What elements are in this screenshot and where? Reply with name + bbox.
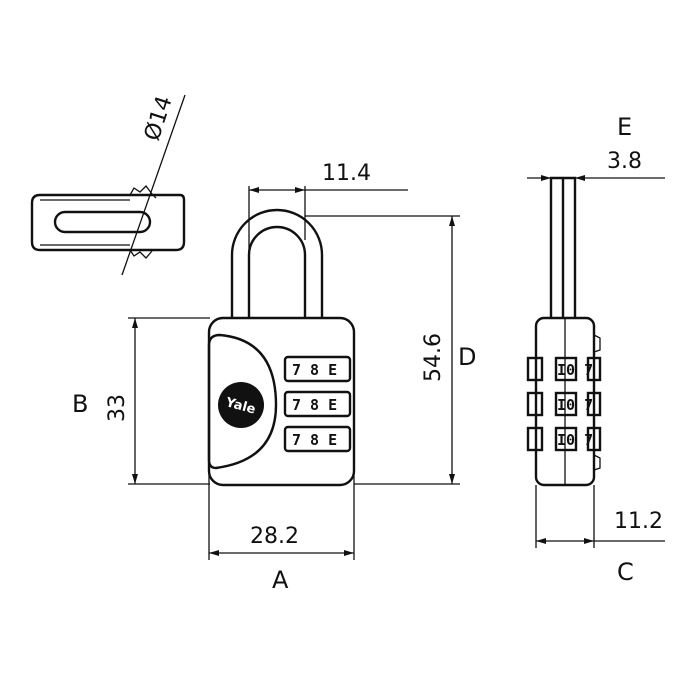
top-view-outline: [30, 193, 186, 252]
dim-body-height: B 33: [72, 317, 210, 485]
dial-row-1[interactable]: 7 8 E: [283, 355, 352, 383]
side-dial-row-1: I0 7: [526, 356, 602, 382]
body-width-label: 28.2: [250, 524, 299, 549]
shackle-width-label: 11.4: [322, 161, 371, 186]
body-height-label: 33: [105, 394, 130, 422]
letter-c: C: [617, 558, 634, 586]
shackle-thickness-label: 3.8: [607, 149, 642, 174]
depth-label: 11.2: [614, 509, 663, 534]
side-shackle: [549, 176, 577, 318]
letter-d: D: [458, 343, 476, 371]
dim-depth: 11.2 C: [535, 485, 665, 586]
dim-shackle-thickness: E 3.8: [527, 113, 665, 181]
front-view: Yale 7 8 E 7 8 E 7 8 E 11.4: [72, 161, 476, 594]
shackle-diameter-label: Ø14: [140, 93, 178, 144]
dim-overall-height: 54.6 D: [305, 215, 476, 485]
brand-badge: [218, 382, 264, 428]
side-dial-row-3: I0 7: [526, 426, 602, 452]
face-plate: [207, 333, 278, 470]
shackle-diameter-leader: [121, 94, 186, 276]
top-view: Ø14: [30, 93, 186, 276]
top-view-slot: [53, 210, 152, 234]
dial-row-1-digits: 7 8 E: [292, 361, 337, 379]
side-right-bumps: [593, 334, 601, 471]
dial-row-3-digits: 7 8 E: [292, 431, 337, 449]
side-dial-row-2-digits: I0 7: [557, 396, 593, 414]
side-dial-row-2: I0 7: [526, 391, 602, 417]
top-view-dial-bumps: [129, 185, 157, 259]
side-dial-row-1-digits: I0 7: [557, 361, 593, 379]
dial-row-2[interactable]: 7 8 E: [283, 390, 352, 418]
side-dial-row-3-digits: I0 7: [557, 431, 593, 449]
dim-shackle-width: 11.4: [248, 161, 408, 250]
overall-height-label: 54.6: [421, 333, 446, 382]
dial-row-3[interactable]: 7 8 E: [283, 425, 352, 453]
shackle: [230, 208, 324, 318]
dim-body-width: 28.2 A: [208, 470, 355, 594]
letter-a: A: [272, 566, 289, 594]
letter-e: E: [617, 113, 632, 141]
side-view: I0 7 I0 7 I0 7 E 3.8: [526, 113, 665, 586]
letter-b: B: [72, 390, 88, 418]
dial-row-2-digits: 7 8 E: [292, 396, 337, 414]
